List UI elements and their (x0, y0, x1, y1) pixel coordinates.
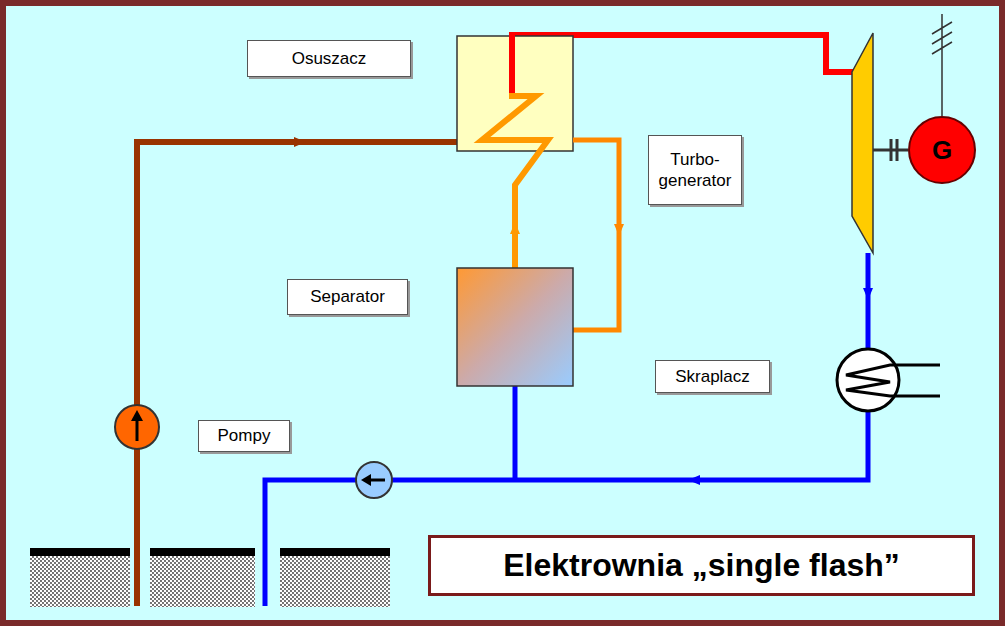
separator-drain (513, 386, 518, 480)
flow-arrow (688, 475, 700, 485)
separator-vessel (457, 268, 573, 386)
title-box: Elektrownia „single flash” (428, 535, 975, 596)
title-text: Elektrownia „single flash” (503, 547, 900, 584)
pump-symbol (356, 462, 392, 498)
part-label: Pompy (198, 420, 290, 452)
grid-line (932, 14, 952, 116)
plant-illustration (6, 6, 999, 620)
turbine-symbol (852, 33, 873, 253)
steam-coil (482, 96, 548, 268)
part-label: Separator (287, 279, 408, 315)
flow-arrow (510, 222, 520, 234)
label-text: Turbo- generator (657, 149, 733, 192)
exhaust-pipe (866, 253, 871, 350)
label-text: Osuszacz (292, 48, 367, 69)
label-text: Pompy (218, 425, 271, 446)
part-label: Osuszacz (247, 40, 411, 77)
cooling-coil (846, 365, 940, 396)
pump-symbol (115, 405, 159, 449)
flow-arrow (863, 288, 873, 300)
part-label: Turbo- generator (648, 135, 742, 205)
label-text: Skraplacz (675, 366, 750, 387)
flow-arrow (614, 224, 624, 236)
part-label: Skraplacz (655, 360, 770, 393)
label-text: G (932, 135, 952, 166)
ground-wells (30, 548, 390, 607)
label-text: Separator (310, 286, 385, 307)
coupling (891, 139, 897, 161)
background: OsuszaczTurbo- generator G SeparatorSkrapl… (6, 6, 999, 620)
brine-pipe (137, 142, 457, 606)
generator-circle: G (908, 116, 976, 184)
condensate-pipe (573, 140, 619, 330)
flow-arrow (294, 137, 306, 147)
